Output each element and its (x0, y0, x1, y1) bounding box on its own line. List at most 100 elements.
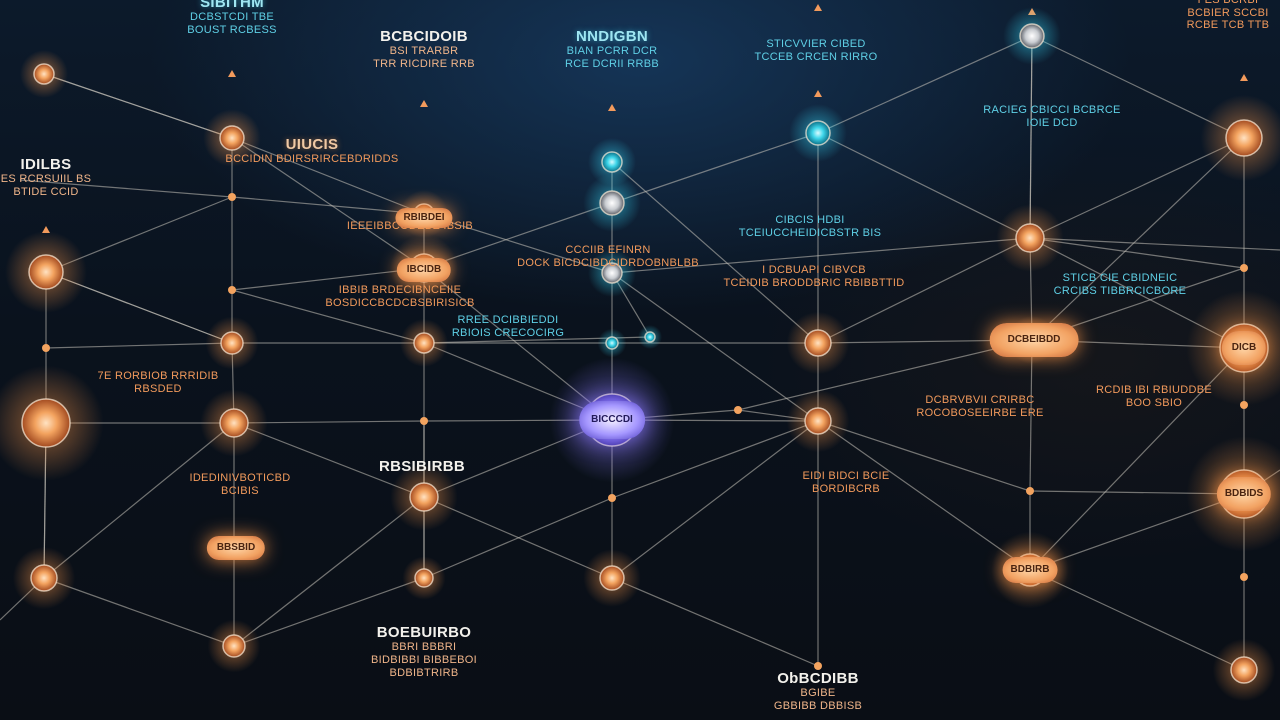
pill-center: RBIBDEI (395, 208, 453, 228)
right-upper-label-subtitle: RACIEG CBICCI BCBRCE IOIE DCD (983, 104, 1121, 129)
node-e2 (1015, 223, 1045, 253)
edge-b5-c6 (423, 497, 613, 579)
arrowhead-7 (814, 4, 822, 11)
node-d1 (805, 120, 831, 146)
top-center-left-label-title: BCBCIDOIB (380, 28, 468, 45)
node-b4 (409, 482, 439, 512)
node-a4 (28, 254, 64, 290)
lower-right-label: EIDI BIDCI BCIE BORDIBCRB (802, 470, 889, 495)
left-label-title: IDILBS (20, 156, 72, 173)
node-a10 (30, 564, 58, 592)
middle-label-a: IBBIB BRDECIBNCEIIE BOSDICCBCDCBSBIRISIC… (325, 284, 474, 309)
arrowhead-3 (814, 90, 822, 97)
node-c4 (605, 336, 619, 350)
edge-a1-a2 (43, 73, 233, 139)
edge-a11-b5 (233, 577, 425, 647)
edge-d5-e3 (737, 339, 1033, 411)
edge-c3-e2 (611, 237, 1031, 274)
left-middle-label-subtitle: 7E RORBIOB RRRIDIB RBSDED (97, 370, 219, 395)
edge-a3-b6 (231, 196, 425, 215)
edge-x1-a3 (19, 179, 233, 198)
lower-center-label: RBSIBIRBB (379, 458, 465, 475)
far-right-label: RCDIB IBI RBIUDDBE BOO SBIO (1096, 384, 1212, 409)
node-f2 (1240, 264, 1248, 272)
edge-e5-f7 (1029, 569, 1245, 671)
right-upper-label: RACIEG CBICCI BCBRCE IOIE DCD (983, 104, 1120, 129)
edge-c7-d4 (611, 577, 819, 667)
arrowhead-0 (228, 70, 236, 77)
right-middle-label-b: STICB CIE CBIDNEIC CRCIBS TIBBRCICBORE (1054, 272, 1187, 297)
arrowhead-4 (1240, 74, 1248, 81)
pill-upper-center: IBCIDB (396, 258, 452, 282)
edge-d1-e2 (817, 132, 1031, 239)
node-f6 (1240, 573, 1248, 581)
edge-d2-e2 (817, 237, 1031, 344)
edge-c2-d1 (611, 132, 819, 204)
node-d4 (814, 662, 822, 670)
top-center-right-label: STICVVIER CIBED TCCEB CRCEN RIRRO (754, 38, 877, 63)
node-d6 (644, 331, 656, 343)
center-label-subtitle: RREE DCIBBIEDDI RBIOIS CRECOCIRG (451, 314, 565, 339)
node-c6 (608, 494, 616, 502)
node-c1 (601, 151, 623, 173)
node-a1 (33, 63, 55, 85)
edge-d3-e4 (817, 420, 1031, 492)
edge-x2-e2 (1029, 237, 1280, 251)
lower-left-label-subtitle: IDEDINIVBOTICBD BCIBIS (189, 472, 291, 497)
pill-lower-right: BDBIRB (1002, 557, 1058, 583)
edge-d3-e5 (817, 420, 1031, 571)
top-center-label-subtitle: BIAN PCRR DCR RCE DCRII RRBB (564, 45, 660, 70)
node-d5 (734, 406, 742, 414)
middle-label-c: CIBCIS HDBI TCEIUCCHEIDICBSTR BIS (739, 214, 882, 239)
node-e1 (1019, 23, 1045, 49)
bottom-center-left-label-subtitle: BBRI BBBRI BIDBIBBI BIBBEBOI BDBIBTRIRB (371, 641, 477, 679)
middle-label-b-subtitle: CCCIIB EFINRN DOCK BICDCIBDCIDRDOBNBLBB (517, 244, 699, 269)
pill-right-large: DCBEIBDD (989, 323, 1079, 357)
left-middle-label: 7E RORBIOB RRRIDIB RBSDED (98, 370, 219, 395)
right-middle-label-c-subtitle: DCBRVBVII CRIRBC ROCOBOSEEIRBE ERE (916, 394, 1044, 419)
node-a2 (219, 125, 245, 151)
node-a6 (42, 344, 50, 352)
bottom-right-label-subtitle: BGIBE GBBIBB DBBISB (773, 687, 863, 712)
upper-left-label-subtitle: BCCIDIN BDIRSRIRCEBDRIDDS (225, 153, 399, 166)
top-center-left-label: BCBCIDOIB BSI TRARBR TRR RICDIRE RRB (373, 28, 475, 71)
middle-label-b: CCCIIB EFINRN DOCK BICDCIBDCIDRDOBNBLBB (517, 244, 699, 269)
left-label-subtitle: ES RCRSUIIL BS BTIDE CCID (0, 173, 92, 198)
node-a9 (219, 408, 249, 438)
node-a5 (228, 286, 236, 294)
top-center-label-title: NNDIGBN (575, 28, 649, 45)
node-e4 (1026, 487, 1034, 495)
lower-left-label: IDEDINIVBOTICBD BCIBIS (189, 472, 290, 497)
edge-c6-d3 (611, 420, 819, 499)
top-left-label-title: SIBITHM (200, 0, 264, 11)
edge-e3-e4 (1029, 339, 1033, 492)
edge-b4-a11 (233, 496, 425, 647)
right-middle-label-c: DCBRVBVII CRIRBC ROCOBOSEEIRBE ERE (916, 394, 1043, 419)
edge-e1-e2 (1029, 35, 1033, 239)
node-a11 (222, 634, 246, 658)
edge-a6-a7 (45, 342, 233, 349)
bottom-center-left-label-title: BOEBUIRBO (376, 624, 472, 641)
arrowhead-2 (608, 104, 616, 111)
node-a8 (21, 398, 71, 448)
edge-f1-e3 (1031, 137, 1245, 341)
top-left-label: SIBITHM DCBSTCDI TBE BOUST RCBESS (187, 0, 277, 37)
middle-label-a-subtitle: IBBIB BRDECIBNCEIIE BOSDICCBCDCBSBIRISIC… (325, 284, 475, 309)
left-label: IDILBS ES RCRSUIIL BS BTIDE CCID (1, 156, 92, 199)
top-right-label-subtitle: FES BCRBI BCBIER SCCBI RCBE TCB TTB (1186, 0, 1270, 32)
pill-lower-left: BBSBID (206, 536, 266, 560)
node-f4 (1240, 401, 1248, 409)
top-center-left-label-subtitle: BSI TRARBR TRR RICDIRE RRB (373, 45, 475, 70)
node-b3 (420, 417, 428, 425)
pill-far-right: BDBIDS (1216, 477, 1272, 511)
node-c3 (601, 262, 623, 284)
right-middle-label-a-subtitle: I DCBUAPI CIBVCB TCEIDIB BRODDBRIC RBIBB… (723, 264, 905, 289)
edge-c3-d3 (611, 272, 819, 422)
node-a7 (220, 331, 244, 355)
far-right-label-subtitle: RCDIB IBI RBIUDDBE BOO SBIO (1095, 384, 1213, 409)
node-c7 (599, 565, 625, 591)
node-d3 (804, 407, 832, 435)
center-label: RREE DCIBBIEDDI RBIOIS CRECOCIRG (452, 314, 564, 339)
top-right-label: FES BCRBI BCBIER SCCBI RCBE TCB TTB (1187, 0, 1270, 32)
node-c2 (599, 190, 625, 216)
